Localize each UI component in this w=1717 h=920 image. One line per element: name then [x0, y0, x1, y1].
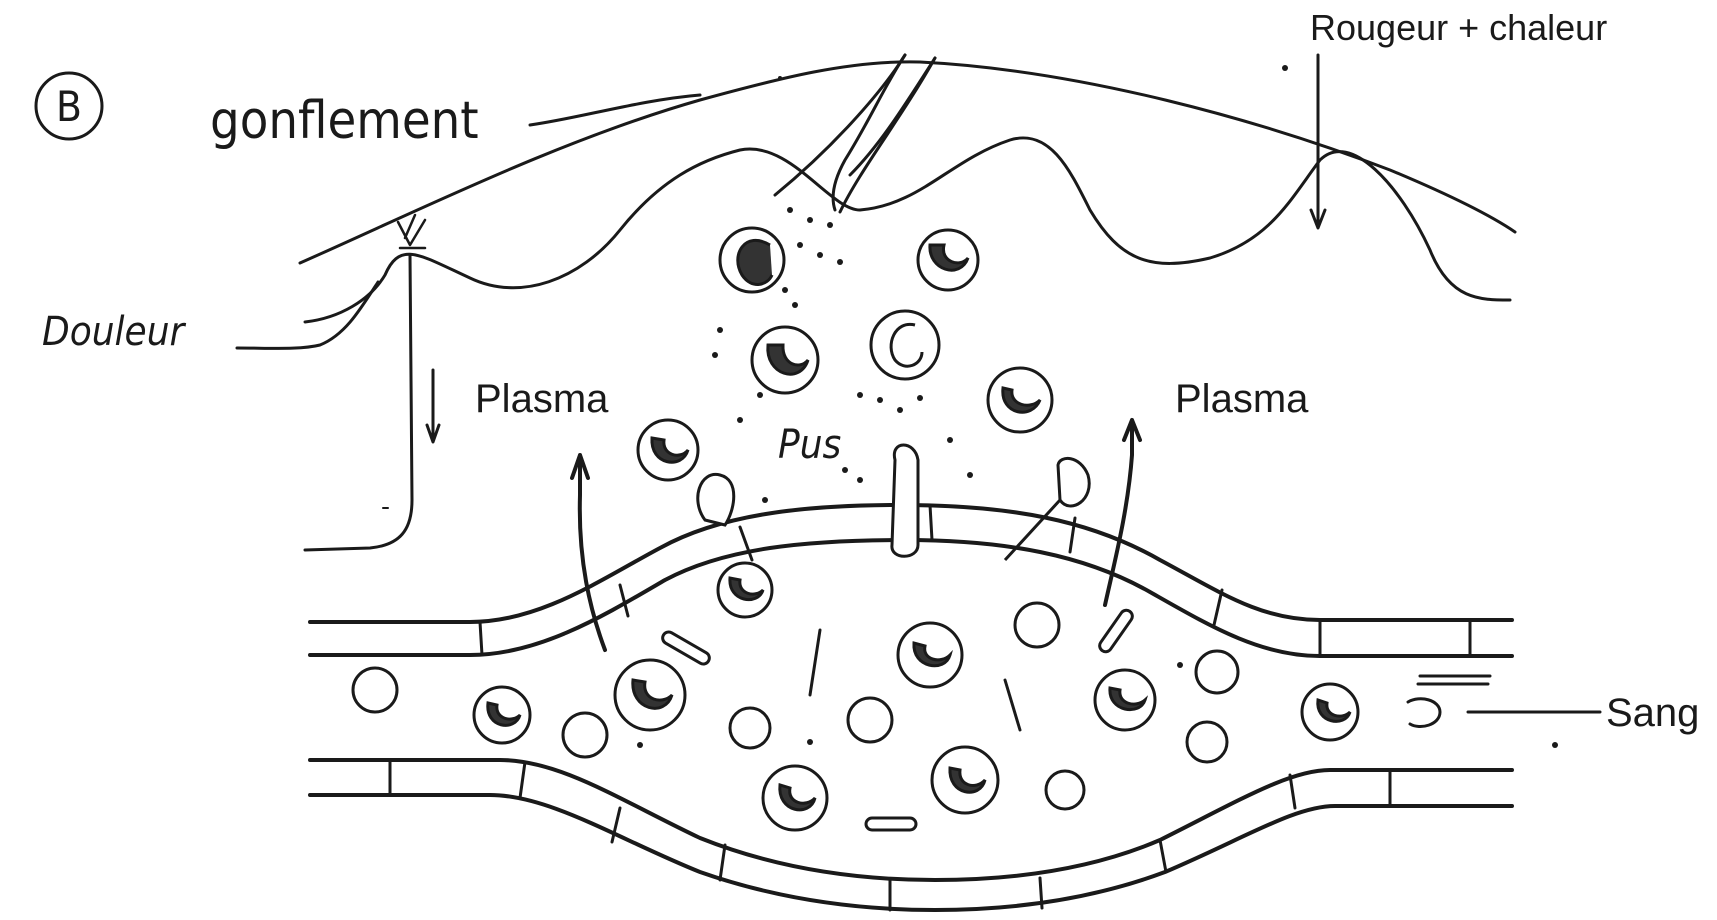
leukocyte [1005, 458, 1089, 560]
leukocyte [898, 623, 962, 687]
leukocyte [763, 766, 827, 830]
erythrocyte [353, 668, 397, 712]
label-pus: Pus [778, 422, 842, 468]
dermis-wave [305, 138, 1510, 322]
leukocyte [871, 311, 939, 379]
erythrocyte [1046, 771, 1084, 809]
panel-label: B [36, 73, 102, 139]
label-rougeur: Rougeur + chaleur [1310, 7, 1607, 48]
leukocyte [718, 563, 772, 617]
leukocyte [1095, 670, 1155, 730]
platelet [660, 630, 711, 666]
label-plasma-left: Plasma [475, 377, 609, 421]
leukocyte [698, 474, 734, 525]
label-douleur: Douleur [42, 309, 187, 355]
erythrocyte [730, 708, 770, 748]
leukocyte [474, 687, 530, 743]
debris-dots [637, 65, 1558, 748]
skin-surface [300, 62, 1515, 263]
leukocyte [615, 660, 685, 730]
panel-label-text: B [56, 82, 82, 131]
leukocyte [918, 230, 978, 290]
leukocyte [892, 445, 918, 556]
leukocyte [752, 327, 818, 393]
platelet [866, 818, 916, 830]
leukocyte [988, 368, 1052, 432]
label-sang: Sang [1606, 691, 1699, 735]
label-plasma-right: Plasma [1175, 377, 1309, 421]
erythrocyte [1015, 603, 1059, 647]
douleur-leader [237, 282, 378, 348]
erythrocyte [848, 698, 892, 742]
erythrocyte [563, 713, 607, 757]
label-gonflement: gonflement [210, 91, 479, 151]
nerve-arrow [427, 370, 439, 442]
nerve-line [305, 255, 412, 550]
leukocyte [638, 420, 698, 480]
leukocyte [720, 228, 784, 292]
leukocyte [1302, 684, 1358, 740]
erythrocyte [1196, 651, 1238, 693]
erythrocyte [1187, 722, 1227, 762]
leukocyte [932, 747, 998, 813]
platelet [1097, 608, 1134, 654]
gonflement-leader [530, 95, 700, 125]
